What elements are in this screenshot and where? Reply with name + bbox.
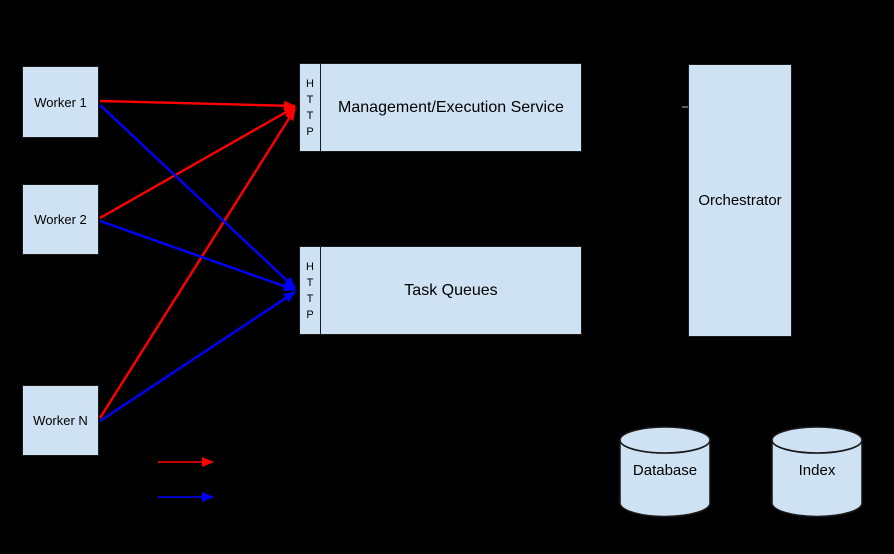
worker1-to-taskqueues-blue bbox=[99, 104, 296, 289]
orchestrator-label: Orchestrator bbox=[698, 192, 782, 209]
database-cylinder-shape bbox=[619, 426, 711, 518]
workerN-to-management-red bbox=[98, 108, 297, 419]
worker2-to-management-red bbox=[99, 105, 296, 220]
node-management-execution-service: HTTP Management/Execution Service bbox=[299, 63, 582, 152]
node-index-cylinder: Index bbox=[771, 426, 863, 518]
workerN-to-taskqueues-blue bbox=[99, 290, 296, 423]
node-task-queues: HTTP Task Queues bbox=[299, 246, 582, 335]
management-http-port: HTTP bbox=[300, 64, 321, 151]
node-worker-n: Worker N bbox=[22, 385, 99, 456]
worker1-to-management-red bbox=[99, 99, 296, 111]
node-worker-2-label: Worker 2 bbox=[34, 212, 87, 227]
taskqueues-http-port: HTTP bbox=[300, 247, 321, 334]
node-orchestrator: Orchestrator bbox=[688, 64, 792, 337]
taskqueues-label: Task Queues bbox=[404, 281, 498, 299]
node-worker-2: Worker 2 bbox=[22, 184, 99, 255]
taskqueues-http-port-label: HTTP bbox=[306, 260, 314, 321]
database-label: Database bbox=[632, 462, 698, 479]
node-database-cylinder: Database bbox=[619, 426, 711, 518]
management-label: Management/Execution Service bbox=[338, 98, 564, 116]
management-http-port-label: HTTP bbox=[306, 77, 314, 138]
index-label: Index bbox=[798, 462, 836, 479]
index-cylinder-shape bbox=[771, 426, 863, 518]
node-worker-1: Worker 1 bbox=[22, 66, 99, 138]
node-worker-1-label: Worker 1 bbox=[34, 94, 87, 110]
worker2-to-taskqueues-blue bbox=[99, 219, 296, 292]
node-worker-n-label: Worker N bbox=[33, 413, 88, 428]
